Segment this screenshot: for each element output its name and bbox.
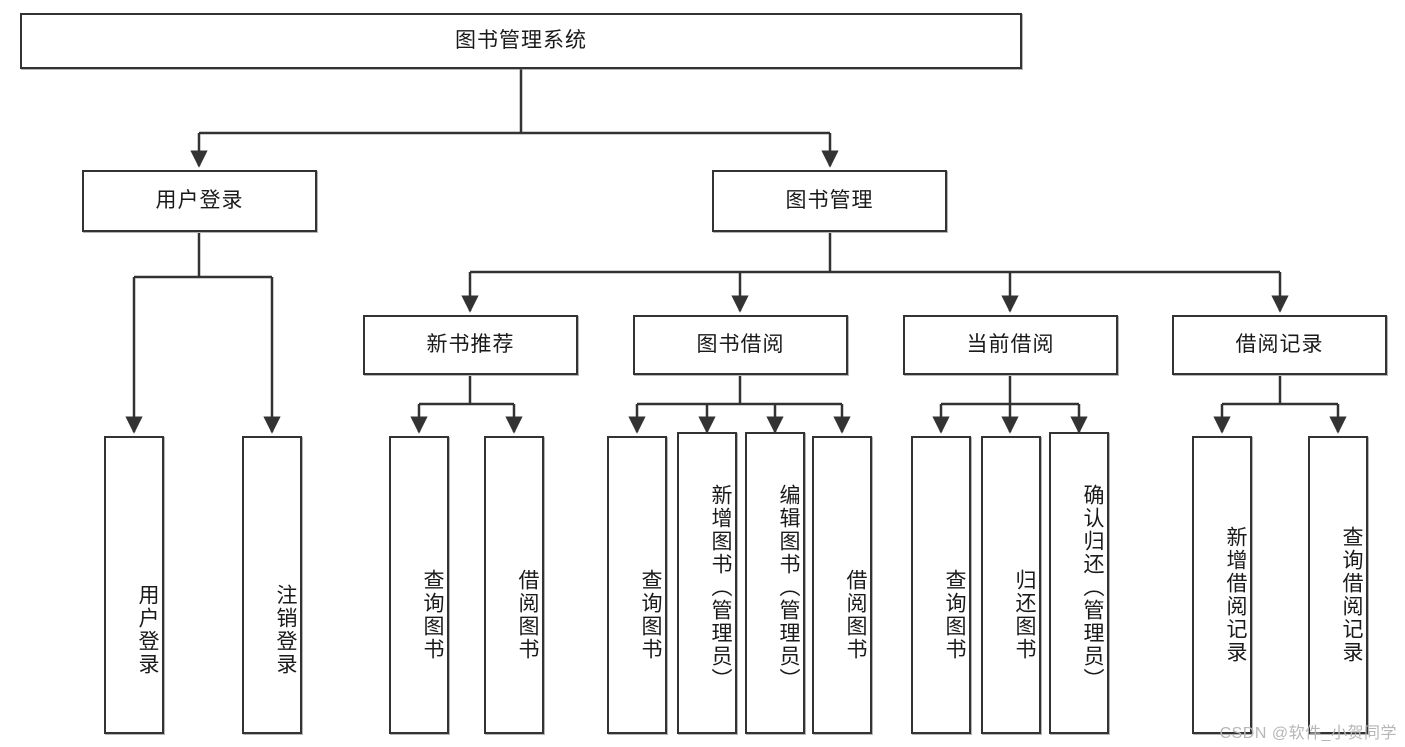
node-leaf-borrow-book-recommend[interactable]: 借阅图书	[484, 436, 544, 734]
node-leaf-add-book-admin[interactable]: 新增图书（管理员）	[677, 432, 737, 734]
node-label: 查询图书	[639, 569, 662, 661]
node-label: 当前借阅	[966, 333, 1055, 357]
node-leaf-user-logout[interactable]: 注销登录	[242, 436, 302, 734]
node-label: 借阅图书	[516, 569, 539, 661]
node-leaf-edit-book-admin[interactable]: 编辑图书（管理员）	[745, 432, 805, 734]
node-label: 确认归还（管理员）	[1081, 483, 1104, 691]
node-label: 归还图书	[1013, 569, 1036, 661]
node-label: 查询图书	[943, 569, 966, 661]
node-label: 用户登录	[155, 189, 244, 213]
node-label: 新书推荐	[426, 333, 515, 357]
node-book-borrow[interactable]: 图书借阅	[633, 315, 848, 375]
node-leaf-borrow-book[interactable]: 借阅图书	[812, 436, 872, 734]
csdn-watermark: CSDN @软件_小贺同学	[1219, 725, 1397, 742]
node-new-book-recommend[interactable]: 新书推荐	[363, 315, 578, 375]
node-leaf-add-borrow-record[interactable]: 新增借阅记录	[1192, 436, 1252, 734]
node-user-login[interactable]: 用户登录	[82, 170, 317, 232]
node-label: 图书管理系统	[455, 29, 587, 53]
node-leaf-user-login[interactable]: 用户登录	[104, 436, 164, 734]
node-book-management[interactable]: 图书管理	[712, 170, 947, 232]
node-leaf-query-borrow-record[interactable]: 查询借阅记录	[1308, 436, 1368, 734]
node-label: 图书借阅	[696, 333, 785, 357]
node-label: 查询借阅记录	[1340, 526, 1363, 664]
node-label: 用户登录	[136, 584, 159, 676]
node-label: 图书管理	[785, 189, 874, 213]
node-current-borrow[interactable]: 当前借阅	[903, 315, 1118, 375]
node-leaf-query-book-current[interactable]: 查询图书	[911, 436, 971, 734]
node-label: 查询图书	[421, 569, 444, 661]
node-leaf-query-book-borrow[interactable]: 查询图书	[607, 436, 667, 734]
node-label: 借阅记录	[1235, 333, 1324, 357]
node-leaf-confirm-return-admin[interactable]: 确认归还（管理员）	[1049, 432, 1109, 734]
node-label: 新增图书（管理员）	[709, 483, 732, 691]
node-label: 注销登录	[274, 584, 297, 676]
node-leaf-query-book-recommend[interactable]: 查询图书	[389, 436, 449, 734]
node-label: 编辑图书（管理员）	[777, 483, 800, 691]
node-leaf-return-book[interactable]: 归还图书	[981, 436, 1041, 734]
node-root-system[interactable]: 图书管理系统	[20, 13, 1022, 69]
node-label: 新增借阅记录	[1224, 526, 1247, 664]
node-borrow-record[interactable]: 借阅记录	[1172, 315, 1387, 375]
node-label: 借阅图书	[844, 569, 867, 661]
